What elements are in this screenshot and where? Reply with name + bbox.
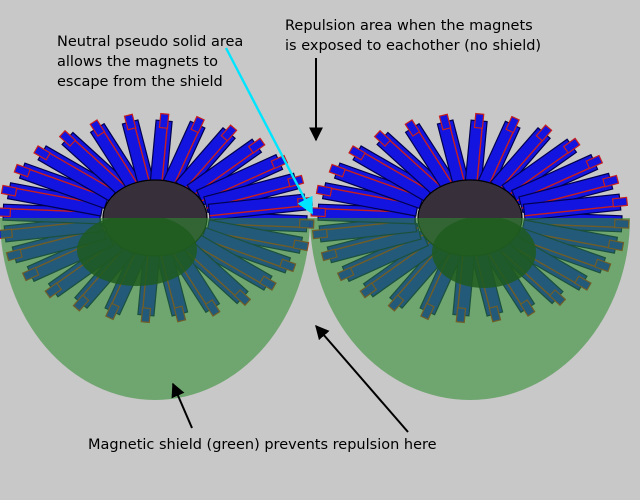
right-wheel-magnet-tip [602, 174, 620, 188]
left-wheel-pole-stripe [43, 149, 117, 192]
right-wheel-magnet-tip [310, 207, 327, 218]
right-wheel-magnet-tip [348, 145, 366, 161]
right-wheel-magnet-tip [505, 115, 520, 134]
magnetic-shield-zone [0, 218, 630, 400]
left-wheel-magnet-tip [33, 145, 51, 161]
right-hub-shield [432, 218, 536, 288]
left-hub-shield [77, 218, 197, 286]
right-wheel-pole-stripe [476, 121, 484, 184]
left-wheel-pole-stripe [69, 135, 127, 188]
neutral-area-line-1: Neutral pseudo solid area [57, 34, 244, 50]
repulsion-area-line-2: is exposed to eachother (no shield) [285, 38, 542, 54]
right-wheel-magnet-tip [473, 112, 485, 129]
right-wheel-pole-stripe [384, 135, 442, 188]
left-wheel-magnet-tip [247, 137, 266, 154]
right-wheel-magnet-tip [611, 196, 629, 208]
repulsion-area-line-1: Repulsion area when the magnets [285, 18, 533, 34]
right-wheel-magnet-tip [315, 184, 333, 197]
left-wheel-magnet-tip [220, 124, 238, 142]
right-shield-area [310, 218, 630, 400]
annotation-arrows [171, 47, 409, 433]
right-wheel-magnet-tip [328, 163, 347, 178]
left-wheel-pole-stripe [161, 121, 169, 184]
left-wheel-magnet-tip [0, 184, 18, 197]
right-wheel-pole-stripe [498, 134, 548, 191]
left-wheel-pole-stripe [209, 205, 306, 217]
right-wheel-magnet-tip [585, 154, 604, 170]
left-wheel-pole-stripe [183, 134, 233, 191]
left-wheel-magnet-tip [89, 119, 106, 137]
left-wheel-magnet-tip [58, 129, 77, 147]
left-wheel-magnet-bar [195, 153, 284, 206]
right-wheel-magnet-tip [438, 113, 452, 131]
left-wheel-magnet-tip [158, 112, 170, 129]
right-wheel-pole-stripe [447, 120, 466, 183]
left-wheel-pole-stripe [173, 125, 202, 186]
shield-arrow-right [315, 324, 409, 433]
magnetic-shield-label: Magnetic shield (green) prevents repulsi… [88, 437, 437, 453]
left-wheel-magnet-tip [123, 113, 137, 131]
left-shield-area [0, 218, 310, 400]
left-wheel-magnet-tip [190, 115, 205, 134]
neutral-area-line-3: escape from the shield [57, 74, 223, 90]
right-wheel-pole-stripe [414, 125, 453, 184]
neutral-area-label: Neutral pseudo solid area allows the mag… [57, 32, 243, 92]
left-wheel-pole-stripe [132, 120, 151, 183]
shield-arrow-left [171, 382, 193, 429]
neutral-area-arrow [224, 47, 314, 215]
left-wheel-magnet-tip [0, 207, 12, 218]
right-wheel-magnet-tip [562, 137, 581, 154]
right-wheel-magnet-bar [510, 153, 599, 206]
left-wheel-magnet-tip [13, 163, 32, 178]
right-wheel-magnet-tip [404, 119, 421, 137]
left-wheel-pole-stripe [99, 125, 138, 184]
neutral-area-line-2: allows the magnets to [57, 54, 218, 70]
right-wheel-pole-stripe [488, 125, 517, 186]
right-wheel-pole-stripe [358, 149, 432, 192]
right-wheel-magnet-tip [373, 129, 392, 147]
repulsion-area-label: Repulsion area when the magnets is expos… [285, 16, 541, 56]
right-wheel-pole-stripe [524, 205, 621, 217]
right-wheel-magnet-tip [535, 124, 553, 142]
